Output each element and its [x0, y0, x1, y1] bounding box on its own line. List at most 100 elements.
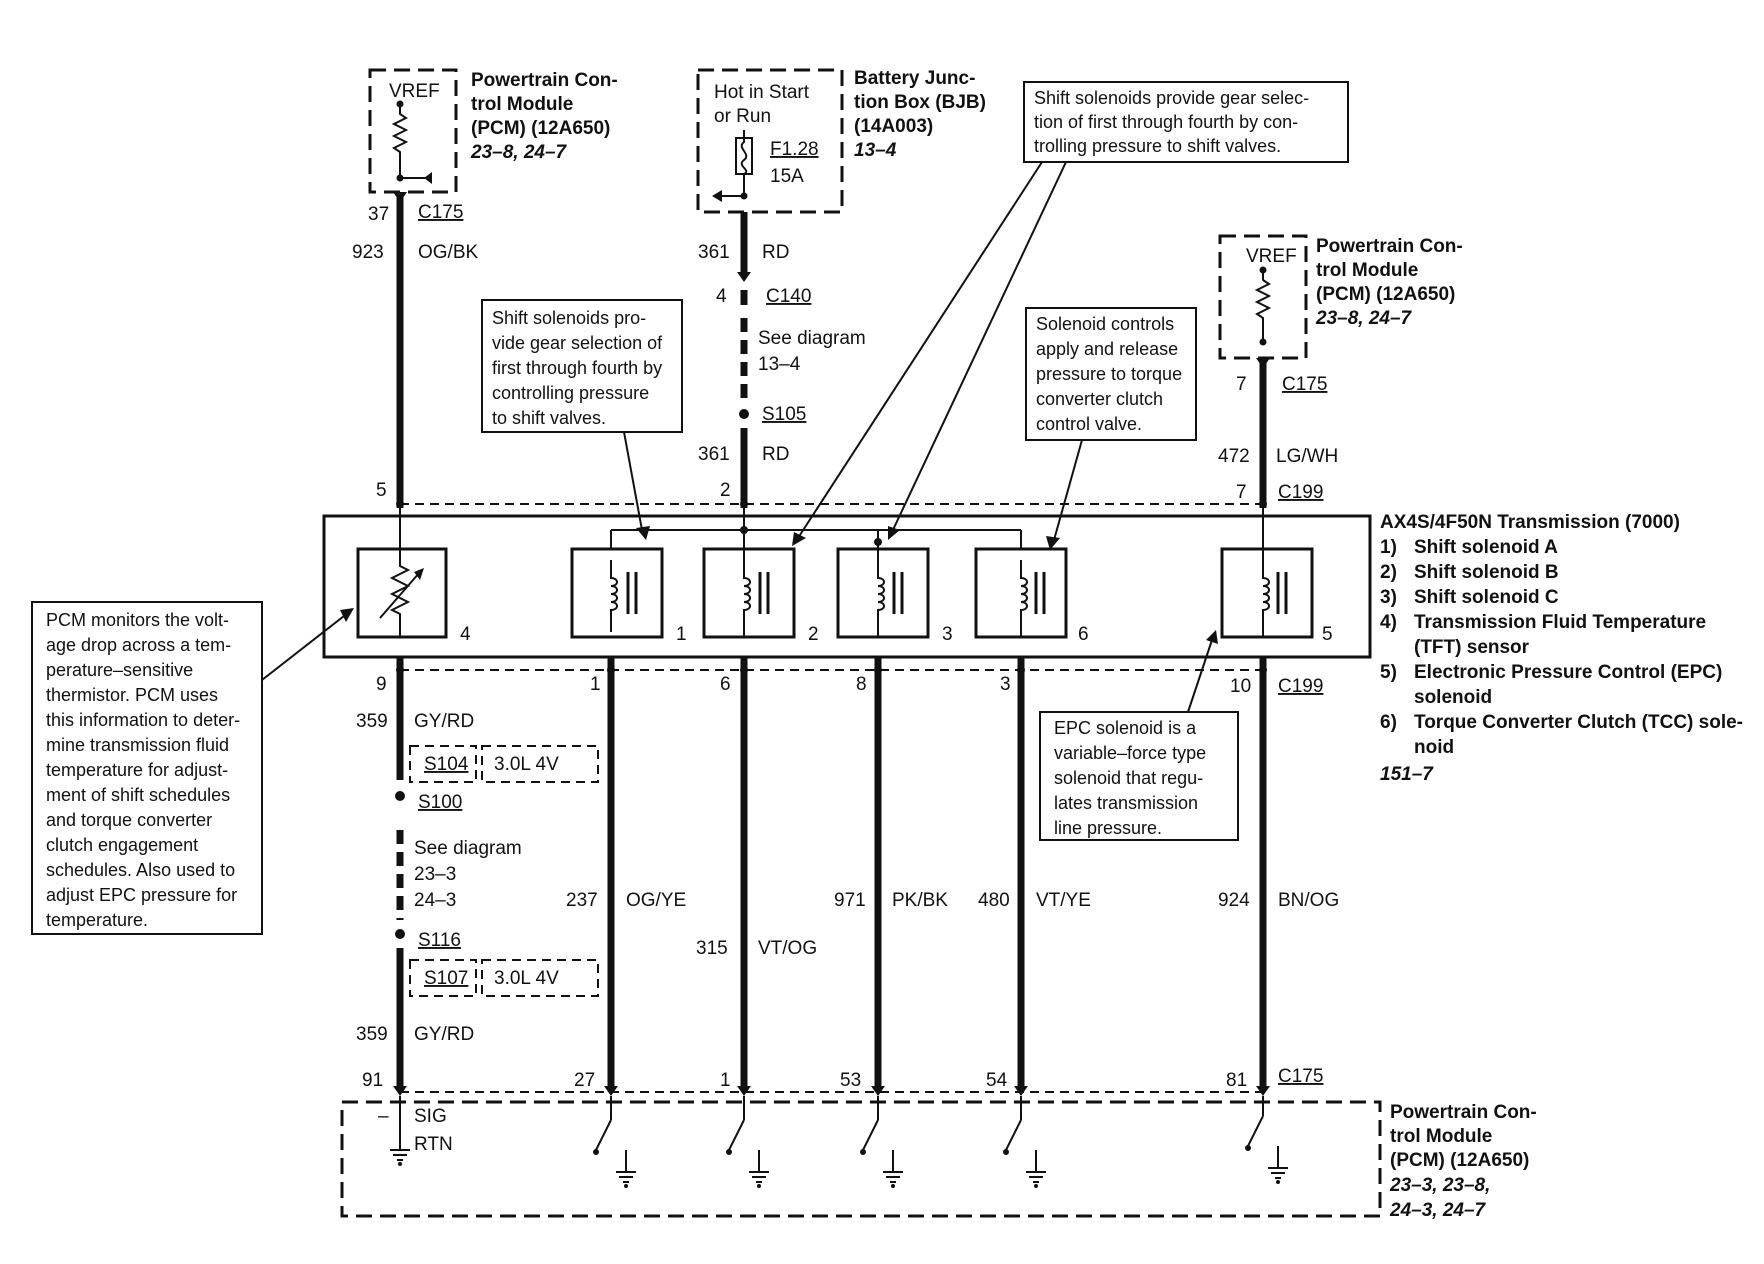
bjb-label: Battery Junc- tion Box (BJB) (14A003) 13…: [854, 68, 986, 161]
pcm-top-right-label: Powertrain Con- trol Module (PCM) (12A65…: [1315, 236, 1463, 329]
svg-text:Powertrain Con-: Powertrain Con-: [1316, 236, 1463, 257]
svg-text:OG/BK: OG/BK: [418, 242, 479, 263]
svg-text:361: 361: [698, 444, 730, 465]
svg-text:6: 6: [720, 674, 731, 695]
svg-text:(PCM) (12A650): (PCM) (12A650): [1316, 284, 1455, 305]
note-pcm-thermistor: PCM monitors the volt- age drop across a…: [31, 601, 354, 935]
splice-dot: [739, 409, 749, 419]
pcm-bottom-label: Powertrain Con- trol Module (PCM) (12A65…: [1389, 1102, 1537, 1221]
svg-text:PCM monitors the volt-: PCM monitors the volt-: [46, 610, 229, 630]
svg-text:(PCM) (12A650): (PCM) (12A650): [471, 118, 610, 139]
svg-text:4: 4: [460, 624, 471, 645]
svg-text:VT/YE: VT/YE: [1036, 890, 1091, 911]
svg-text:C199: C199: [1278, 676, 1323, 697]
svg-text:line pressure.: line pressure.: [1054, 818, 1162, 838]
svg-text:variable–force type: variable–force type: [1054, 743, 1206, 763]
svg-text:solenoid: solenoid: [1414, 687, 1492, 708]
note-shift-top: Shift solenoids provide gear selec- tion…: [792, 81, 1349, 546]
svg-text:RTN: RTN: [414, 1134, 453, 1155]
note-tcc: Solenoid controls apply and release pres…: [1025, 307, 1197, 550]
transmission-box: 4 1 2 3: [322, 508, 1372, 659]
svg-text:6): 6): [1380, 712, 1397, 733]
svg-text:3): 3): [1380, 587, 1397, 608]
svg-text:37: 37: [368, 204, 389, 225]
svg-text:RD: RD: [762, 242, 789, 263]
svg-text:315: 315: [696, 938, 728, 959]
svg-text:23–3, 23–8,: 23–3, 23–8,: [1389, 1175, 1490, 1196]
svg-text:3.0L 4V: 3.0L 4V: [494, 968, 559, 989]
svg-text:237: 237: [566, 890, 598, 911]
svg-text:RD: RD: [762, 444, 789, 465]
svg-text:C199: C199: [1278, 482, 1323, 503]
svg-text:to shift valves.: to shift valves.: [492, 408, 606, 428]
lower-wires: 9 359 GY/RD S104 3.0L 4V S100 See diagra…: [356, 657, 1339, 1096]
svg-text:971: 971: [834, 890, 866, 911]
svg-text:361: 361: [698, 242, 730, 263]
svg-text:Transmission Fluid Temperature: Transmission Fluid Temperature: [1414, 612, 1706, 633]
svg-text:(PCM) (12A650): (PCM) (12A650): [1390, 1150, 1529, 1171]
svg-text:7: 7: [1236, 374, 1247, 395]
pcm-bottom: – SIG RTN: [340, 1096, 1382, 1218]
solenoid-a: 1: [570, 547, 687, 645]
svg-text:3.0L 4V: 3.0L 4V: [494, 754, 559, 775]
svg-text:trol Module: trol Module: [471, 94, 573, 115]
svg-text:C175: C175: [1278, 1066, 1323, 1087]
note-shift-center: Shift solenoids pro- vide gear selection…: [481, 299, 683, 540]
svg-text:solenoid that regu-: solenoid that regu-: [1054, 768, 1203, 788]
variable-arrow-icon: [414, 568, 424, 580]
ground-switch-tcc: [1003, 1096, 1046, 1188]
svg-text:control valve.: control valve.: [1036, 414, 1142, 434]
battery-junction-box: Hot in Start or Run F1.28 15A: [696, 68, 844, 214]
svg-text:Powertrain Con-: Powertrain Con-: [471, 70, 618, 91]
svg-text:Electronic Pressure Control (E: Electronic Pressure Control (EPC): [1414, 662, 1722, 683]
svg-text:23–8, 24–7: 23–8, 24–7: [1315, 308, 1413, 329]
svg-text:C175: C175: [1282, 374, 1327, 395]
svg-text:Hot in Start: Hot in Start: [714, 82, 810, 103]
svg-text:–: –: [378, 1106, 389, 1127]
svg-text:Shift solenoid A: Shift solenoid A: [1414, 537, 1558, 558]
svg-text:S107: S107: [424, 968, 468, 989]
svg-text:7: 7: [1236, 482, 1247, 503]
svg-text:4: 4: [716, 286, 727, 307]
svg-text:trol Module: trol Module: [1390, 1126, 1492, 1147]
svg-text:tion Box (BJB): tion Box (BJB): [854, 92, 986, 113]
svg-text:trolling pressure to shift val: trolling pressure to shift valves.: [1034, 136, 1281, 156]
svg-text:81: 81: [1226, 1070, 1247, 1091]
svg-text:27: 27: [574, 1070, 595, 1091]
ground-switch-a: [593, 1096, 636, 1188]
svg-text:trol Module: trol Module: [1316, 260, 1418, 281]
svg-text:924: 924: [1218, 890, 1250, 911]
svg-text:23–8, 24–7: 23–8, 24–7: [470, 142, 568, 163]
svg-text:VT/OG: VT/OG: [758, 938, 817, 959]
svg-text:age drop across a tem-: age drop across a tem-: [46, 635, 231, 655]
svg-text:perature–sensitive: perature–sensitive: [46, 660, 193, 680]
svg-text:AX4S/4F50N Transmission (7000): AX4S/4F50N Transmission (7000): [1380, 512, 1680, 533]
svg-text:VREF: VREF: [1246, 246, 1297, 267]
svg-text:noid: noid: [1414, 737, 1454, 758]
svg-text:1): 1): [1380, 537, 1397, 558]
svg-text:See diagram: See diagram: [758, 328, 866, 349]
svg-text:SIG: SIG: [414, 1106, 447, 1127]
svg-text:151–7: 151–7: [1380, 764, 1434, 785]
svg-text:13–4: 13–4: [758, 354, 801, 375]
tft-sensor: 4: [356, 547, 471, 645]
svg-text:1: 1: [590, 674, 601, 695]
note-epc: EPC solenoid is a variable–force type so…: [1039, 630, 1239, 841]
ground-switch-epc: [1245, 1096, 1288, 1184]
svg-text:923: 923: [352, 242, 384, 263]
svg-text:adjust EPC pressure for: adjust EPC pressure for: [46, 885, 237, 905]
svg-text:schedules. Also used to: schedules. Also used to: [46, 860, 235, 880]
svg-text:and torque converter: and torque converter: [46, 810, 212, 830]
svg-text:3: 3: [942, 624, 953, 645]
svg-text:lates transmission: lates transmission: [1054, 793, 1198, 813]
svg-text:mine transmission fluid: mine transmission fluid: [46, 735, 229, 755]
svg-text:2: 2: [720, 480, 731, 501]
pcm-top-left-label: Powertrain Con- trol Module (PCM) (12A65…: [470, 70, 618, 163]
svg-text:(14A003): (14A003): [854, 116, 933, 137]
svg-text:LG/WH: LG/WH: [1276, 446, 1338, 467]
svg-text:4): 4): [1380, 612, 1397, 633]
svg-text:converter clutch: converter clutch: [1036, 389, 1163, 409]
svg-text:24–3, 24–7: 24–3, 24–7: [1389, 1200, 1487, 1221]
svg-text:5): 5): [1380, 662, 1397, 683]
svg-text:or Run: or Run: [714, 106, 771, 127]
